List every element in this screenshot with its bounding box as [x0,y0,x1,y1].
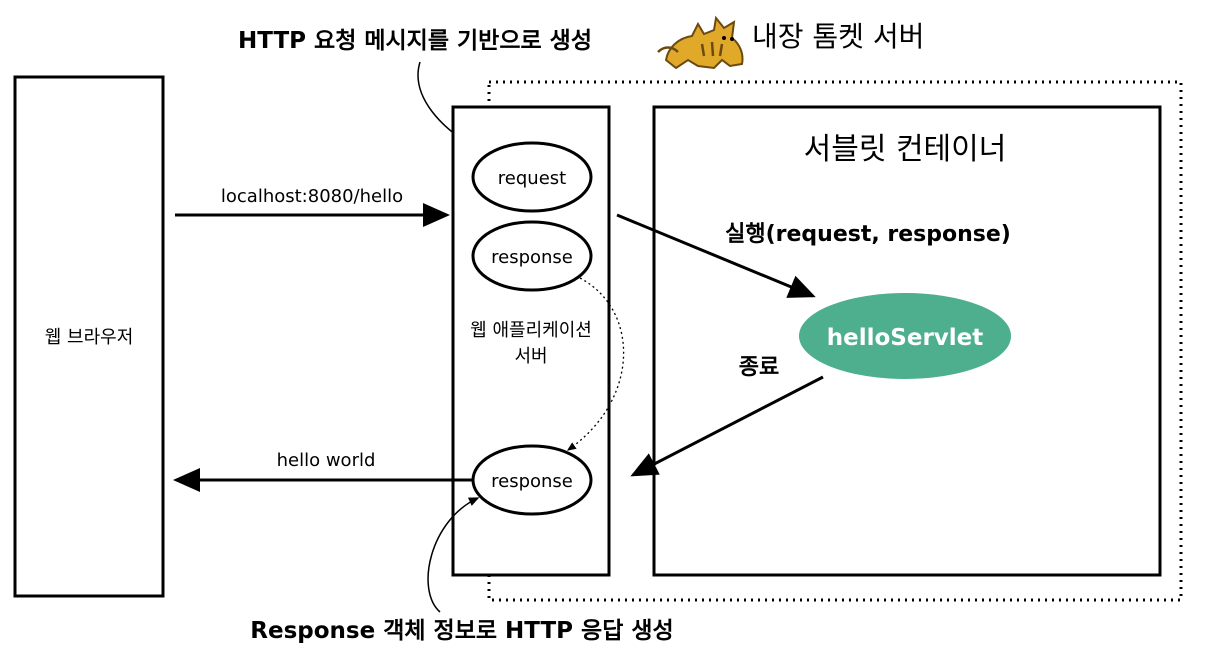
web-browser-box [13,75,165,598]
execute-label: 실행(request, response) [725,222,1011,247]
execute-arrow [616,213,816,298]
request-url-label: localhost:8080/hello [221,186,403,207]
request-object-label: request [498,168,566,189]
response-object-label: response [491,247,573,268]
response-dotted-flow [566,277,625,451]
top-annotation: HTTP 요청 메시지를 기반으로 생성 [238,28,592,54]
request-object [471,141,593,213]
response-body-label: hello world [277,450,376,471]
finish-label: 종료 [739,355,779,380]
servlet-container-title: 서블릿 컨테이너 [804,132,1007,167]
response-object [471,220,593,292]
tomcat-title: 내장 톰켓 서버 [752,20,924,53]
hello-servlet-label: helloServlet [827,325,984,351]
hello-servlet [799,293,1011,379]
web-browser-label: 웹 브라우저 [45,327,134,348]
embedded-tomcat-boundary [487,80,1183,602]
was-label-line1: 웹 애플리케이션 [470,320,592,341]
finish-arrow [630,375,824,477]
response-output-object [471,444,593,516]
tomcat-cat-icon [657,15,744,70]
was-label-line2: 서버 [514,346,547,367]
bottom-annotation: Response 객체 정보로 HTTP 응답 생성 [250,618,673,644]
bottom-annotation-pointer [427,497,480,613]
response-output-label: response [491,471,573,492]
